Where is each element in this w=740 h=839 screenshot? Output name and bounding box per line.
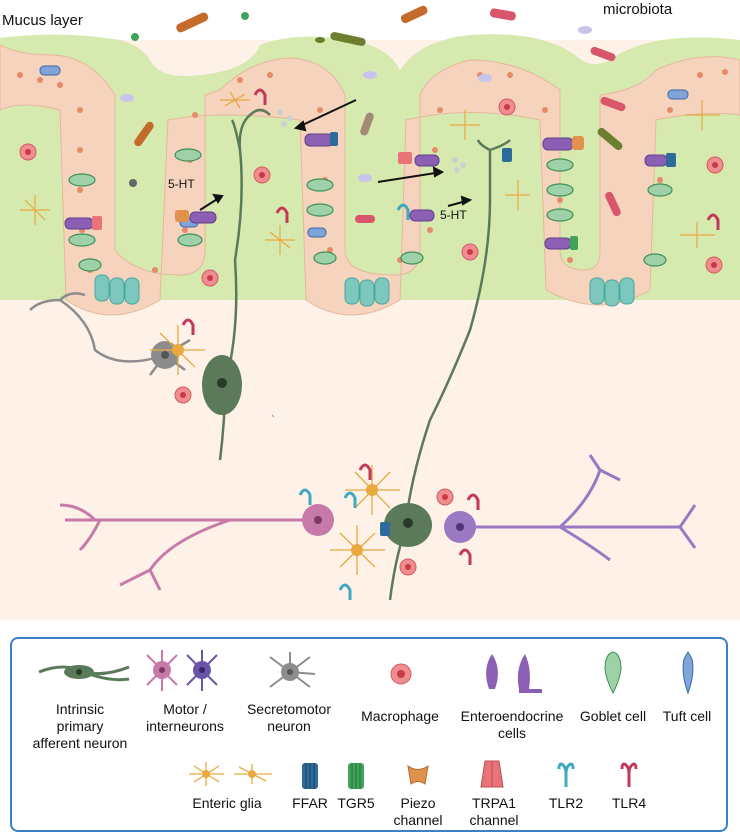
- legend-secretomotor-line2: neuron: [267, 718, 311, 734]
- scene-enteric-glia: [20, 91, 720, 255]
- legend-motor-icon: [146, 650, 218, 691]
- legend-enteroendocrine-line2: cells: [497, 725, 526, 741]
- legend-piezo-icon: [407, 764, 429, 785]
- legend-goblet-icon: [604, 651, 622, 695]
- microbiota-bacteria: [120, 5, 626, 223]
- legend-piezo-line1: Piezo: [400, 795, 436, 811]
- legend-piezo-label: Piezo channel: [380, 795, 456, 829]
- legend: Intrinsic primary afferent neuron Motor …: [10, 637, 728, 832]
- legend-enteroendocrine-line1: Enteroendocrine: [460, 708, 564, 724]
- legend-enteroendocrine-label: Enteroendocrine cells: [452, 708, 572, 742]
- scene-tlr-receptors: [181, 88, 720, 600]
- mucus-layer-label: Mucus layer: [2, 12, 83, 29]
- legend-tlr2-icon: [557, 762, 575, 787]
- gut-wall-scene: [0, 5, 740, 620]
- legend-secretomotor-line1: Secretomotor: [246, 701, 332, 717]
- legend-ipan-icon: [38, 665, 130, 682]
- legend-trpa1-line1: TRPA1: [471, 795, 517, 811]
- goblet-cells: [68, 148, 673, 272]
- legend-tgr5-label: TGR5: [337, 795, 375, 811]
- legend-ffar-label: FFAR: [292, 795, 328, 811]
- legend-tlr2-label: TLR2: [548, 795, 584, 811]
- legend-trpa1-label: TRPA1 channel: [456, 795, 532, 829]
- legend-macrophage-icon: [390, 663, 412, 685]
- microbiota-label: microbiota: [603, 1, 673, 18]
- legend-tgr5-icon: [348, 763, 364, 789]
- epithelial-receptors: [92, 132, 676, 250]
- scene-motor-neuron-pink: [59, 503, 310, 591]
- legend-trpa1-line2: channel: [469, 812, 519, 828]
- legend-glia-icon: [189, 762, 272, 786]
- legend-ipan-label: Intrinsic primary afferent neuron: [20, 701, 140, 752]
- legend-macrophage-label: Macrophage: [361, 708, 439, 724]
- legend-tuft-icon: [682, 650, 694, 695]
- legend-motor-line1: Motor /: [163, 701, 207, 717]
- scene-arrows: [199, 99, 473, 211]
- legend-ipan-line2: primary: [56, 718, 104, 734]
- crypt-stem-cells: [94, 274, 635, 307]
- legend-motor-label: Motor / interneurons: [130, 701, 240, 735]
- serotonin-label-left: 5-HT: [168, 177, 195, 191]
- legend-secretomotor-icon: [269, 652, 316, 688]
- scene-ipan-neurons: [218, 108, 511, 601]
- legend-motor-line2: interneurons: [146, 718, 224, 734]
- legend-secretomotor-label: Secretomotor neuron: [234, 701, 344, 735]
- legend-ffar-icon: [302, 763, 318, 789]
- legend-enteroendocrine-icon: [486, 654, 542, 693]
- legend-tlr4-label: TLR4: [611, 795, 647, 811]
- legend-glia-label: Enteric glia: [192, 795, 262, 811]
- serotonin-label-right: 5-HT: [440, 208, 467, 222]
- legend-ipan-line3: afferent neuron: [32, 735, 128, 751]
- legend-trpa1-icon: [480, 760, 504, 788]
- legend-ipan-line1: Intrinsic: [55, 701, 105, 717]
- enteroendocrine-cells: [64, 133, 668, 250]
- legend-tuft-label: Tuft cell: [662, 708, 712, 724]
- scene-motor-neuron-purple: [465, 454, 697, 562]
- legend-goblet-label: Goblet cell: [579, 708, 647, 724]
- legend-tlr4-icon: [620, 762, 638, 787]
- legend-piezo-line2: channel: [393, 812, 443, 828]
